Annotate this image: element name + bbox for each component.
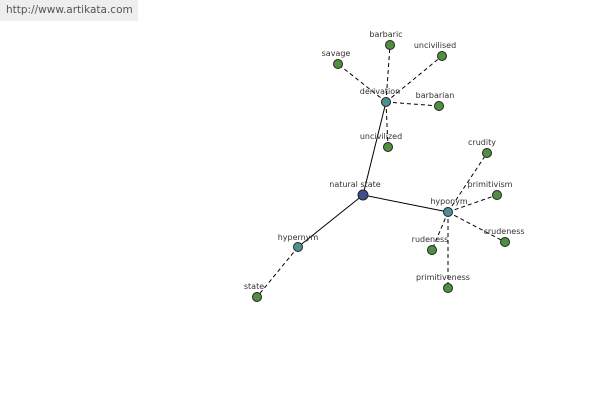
- node-dot-derivation[interactable]: [381, 97, 391, 107]
- node-label-savage[interactable]: savage: [322, 49, 351, 58]
- node-crudity[interactable]: crudity: [468, 138, 496, 158]
- edge-derivation-barbaric: [385, 44, 391, 103]
- node-label-natural-state[interactable]: natural state: [329, 180, 380, 189]
- node-dot-crudity[interactable]: [482, 148, 492, 158]
- edge-hyponym-rudeness: [431, 211, 449, 251]
- node-hypernym[interactable]: hypernym: [278, 233, 319, 252]
- node-barbarian[interactable]: barbarian: [416, 91, 455, 111]
- node-dot-primitivism[interactable]: [492, 190, 502, 200]
- node-label-uncivilised[interactable]: uncivilised: [414, 41, 456, 50]
- node-label-barbaric[interactable]: barbaric: [369, 30, 402, 39]
- node-primitivism[interactable]: primitivism: [468, 180, 513, 200]
- node-state[interactable]: state: [244, 282, 264, 302]
- node-label-barbarian[interactable]: barbarian: [416, 91, 455, 100]
- node-dot-natural-state[interactable]: [357, 189, 369, 201]
- node-rudeness[interactable]: rudeness: [412, 235, 449, 255]
- node-label-derivation[interactable]: derivation: [360, 87, 400, 96]
- node-dot-uncivilized[interactable]: [383, 142, 393, 152]
- edge-derivation-uncivilised: [385, 55, 443, 103]
- node-natural-state[interactable]: natural state: [329, 180, 381, 201]
- edge-natural-state-hyponym: [362, 194, 449, 213]
- node-dot-state[interactable]: [252, 292, 262, 302]
- edge-natural-state-derivation: [362, 101, 387, 196]
- site-url-banner[interactable]: http://www.artikata.com: [0, 0, 138, 21]
- edge-hyponym-crudity: [447, 152, 488, 213]
- node-uncivilised[interactable]: uncivilised: [414, 41, 456, 61]
- node-label-hypernym[interactable]: hypernym: [278, 233, 319, 242]
- node-label-primitiveness[interactable]: primitiveness: [416, 273, 470, 282]
- node-dot-barbarian[interactable]: [434, 101, 444, 111]
- edge-hyponym-crudeness: [447, 211, 506, 243]
- node-crudeness[interactable]: crudeness: [483, 227, 525, 247]
- node-hyponym[interactable]: hyponym: [430, 197, 468, 217]
- node-label-primitivism[interactable]: primitivism: [468, 180, 513, 189]
- edge-hyponym-primitivism: [447, 194, 498, 213]
- node-dot-hyponym[interactable]: [443, 207, 453, 217]
- node-dot-uncivilised[interactable]: [437, 51, 447, 61]
- node-label-state[interactable]: state: [244, 282, 264, 291]
- node-label-crudeness[interactable]: crudeness: [483, 227, 524, 236]
- edge-derivation-barbarian: [385, 101, 440, 107]
- node-dot-hypernym[interactable]: [293, 242, 303, 252]
- node-label-crudity[interactable]: crudity: [468, 138, 496, 147]
- node-dot-crudeness[interactable]: [500, 237, 510, 247]
- edge-hypernym-state: [256, 246, 299, 298]
- node-dot-savage[interactable]: [333, 59, 343, 69]
- nodes-layer: natural state derivation hyponym hypernym ba…: [244, 30, 525, 302]
- node-savage[interactable]: savage: [322, 49, 351, 69]
- node-primitiveness[interactable]: primitiveness: [416, 273, 470, 293]
- edge-derivation-uncivilized: [385, 101, 389, 148]
- node-derivation[interactable]: derivation: [360, 87, 400, 107]
- node-dot-rudeness[interactable]: [427, 245, 437, 255]
- node-label-uncivilized[interactable]: uncivilized: [360, 132, 402, 141]
- node-label-hyponym[interactable]: hyponym: [430, 197, 468, 206]
- node-label-rudeness[interactable]: rudeness: [412, 235, 449, 244]
- node-uncivilized[interactable]: uncivilized: [360, 132, 402, 152]
- edge-natural-state-hypernym: [297, 194, 364, 248]
- node-dot-barbaric[interactable]: [385, 40, 395, 50]
- edge-derivation-savage: [337, 63, 387, 103]
- edges-layer: [256, 44, 506, 298]
- node-barbaric[interactable]: barbaric: [369, 30, 403, 50]
- node-dot-primitiveness[interactable]: [443, 283, 453, 293]
